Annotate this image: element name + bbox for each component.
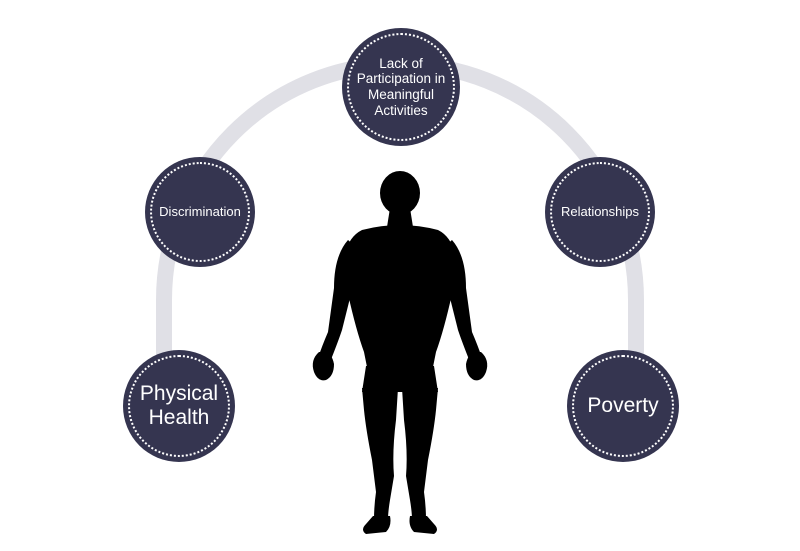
node-label: Relationships <box>560 203 640 219</box>
node-physical-health: Physical Health <box>123 350 235 462</box>
node-label: Discrimination <box>159 203 241 219</box>
node-lack-of-participation: Lack of Participation in Meaningful Acti… <box>342 28 460 146</box>
node-relationships: Relationships <box>545 157 655 267</box>
human-silhouette-icon <box>312 171 488 534</box>
node-label: Poverty <box>587 393 659 417</box>
node-label: Lack of Participation in Meaningful Acti… <box>356 55 446 118</box>
node-discrimination: Discrimination <box>145 157 255 267</box>
node-label: Physical Health <box>139 381 219 429</box>
node-poverty: Poverty <box>567 350 679 462</box>
